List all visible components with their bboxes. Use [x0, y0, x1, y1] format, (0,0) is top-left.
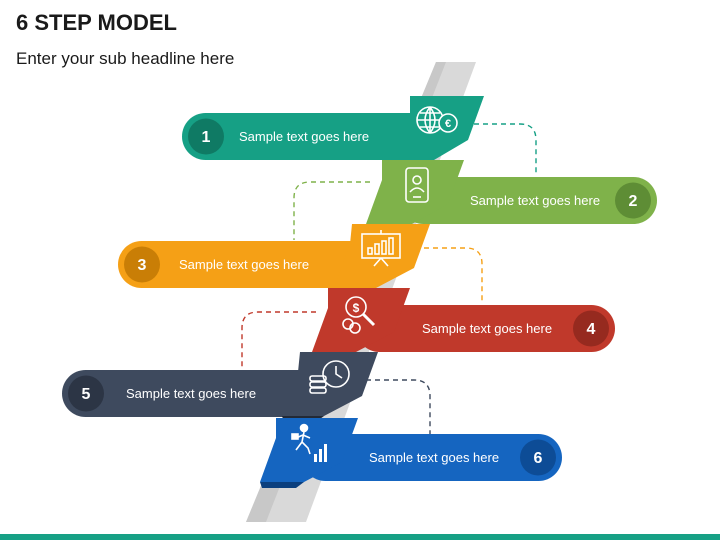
connector-1-2 [474, 123, 537, 176]
connector-5-6 [366, 379, 431, 434]
step-3-text: Sample text goes here [179, 257, 309, 272]
step-1-bar [182, 113, 442, 160]
connectors [241, 123, 537, 434]
connector-4-5 [241, 311, 316, 368]
step-2-number-circle [615, 182, 651, 219]
step-2: 2 Sample text goes here [366, 160, 657, 230]
step-6-number-circle [520, 439, 556, 476]
step-4-number-circle [573, 310, 609, 347]
step-1-number-circle [188, 118, 224, 155]
businessman-growth-icon [291, 423, 327, 462]
page-subtitle: Enter your sub headline here [16, 49, 235, 68]
step-4-number: 4 [587, 321, 596, 338]
step-5-ribbon [282, 352, 378, 416]
step-2-bar [400, 177, 657, 224]
svg-text:$: $ [353, 301, 360, 315]
step-5-number-circle [68, 375, 104, 412]
svg-text:€: € [445, 118, 451, 130]
money-search-icon: $ [342, 296, 376, 334]
step-5: 5 Sample text goes here [62, 352, 378, 422]
step-3-bar [118, 241, 378, 288]
step-4-text: Sample text goes here [422, 321, 552, 336]
step-1-ribbon [394, 96, 484, 160]
step-6-bar [302, 434, 562, 481]
step-4: 4 Sample text goes here $ [312, 288, 615, 358]
page-title: 6 STEP MODEL [16, 10, 177, 35]
step-2-ribbon [366, 160, 464, 224]
step-3-number-circle [124, 246, 160, 283]
step-1-text: Sample text goes here [239, 129, 369, 144]
step-6-text: Sample text goes here [369, 450, 499, 465]
step-5-bar [62, 370, 322, 417]
step-5-text: Sample text goes here [126, 386, 256, 401]
step-1-number: 1 [202, 129, 211, 146]
step-6-fold [260, 482, 304, 488]
connector-3-4 [424, 247, 483, 304]
coins-clock-icon [309, 360, 350, 394]
step-3: 3 Sample text goes here [118, 224, 430, 294]
step-2-text: Sample text goes here [470, 193, 600, 208]
step-2-number: 2 [629, 193, 638, 210]
step-4-bar [356, 305, 615, 352]
bottom-accent-bar [0, 534, 720, 540]
id-card-icon [405, 167, 429, 203]
globe-euro-icon: € [416, 106, 458, 134]
step-3-ribbon [334, 224, 430, 288]
step-6-number: 6 [534, 450, 543, 467]
presentation-chart-icon [361, 230, 401, 267]
step-6: 6 Sample text goes here [260, 418, 562, 488]
step-1: 1 Sample text goes here € [182, 96, 484, 166]
step-5-number: 5 [82, 386, 91, 403]
step-3-number: 3 [138, 257, 147, 274]
connector-2-3 [293, 181, 370, 240]
step-4-ribbon [312, 288, 410, 352]
